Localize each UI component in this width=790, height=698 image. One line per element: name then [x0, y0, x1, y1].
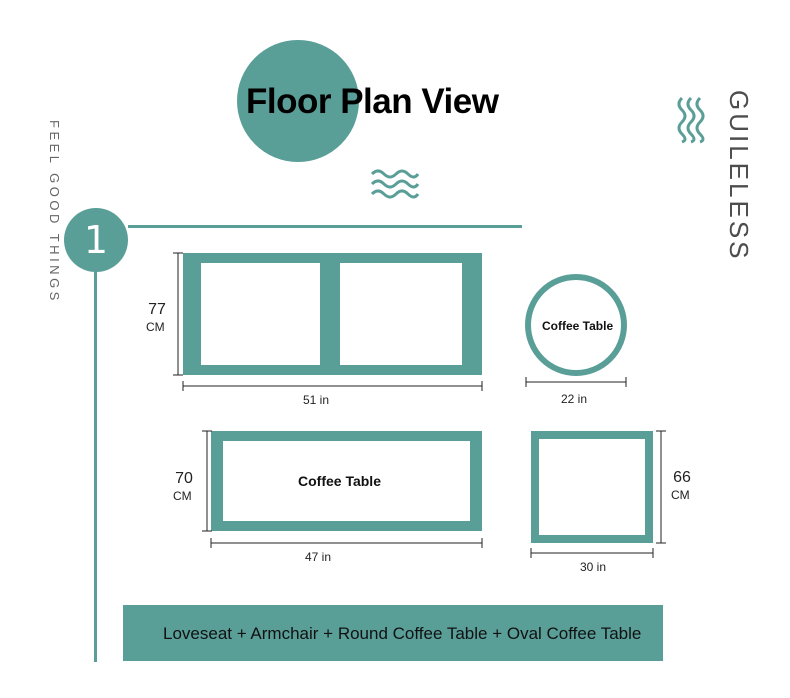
round-coffee-table-shape: [525, 274, 627, 376]
loveseat-width-label: 51 in: [303, 393, 330, 407]
page-title: Floor Plan View: [246, 82, 499, 121]
title-circle-decoration: [237, 40, 359, 162]
loveseat-height-value: 77: [148, 301, 166, 318]
round-table-width-label: 22 in: [561, 392, 588, 406]
oval-coffee-table-shape: [211, 431, 482, 531]
oval-table-height-unit: CM: [173, 489, 192, 503]
set-banner: [123, 605, 663, 661]
loveseat-divider: [320, 263, 340, 365]
vertical-guide-line: [94, 272, 97, 662]
armchair-height-value: 66: [673, 469, 691, 486]
loveseat-height-dimension: [173, 252, 183, 376]
armchair-width-dimension: [530, 548, 654, 558]
brand-name: GUILELESS: [724, 90, 754, 262]
round-table-width-dimension: [525, 377, 627, 387]
armchair-width-label: 30 in: [580, 560, 607, 574]
round-coffee-table-label: Coffee Table: [542, 319, 614, 333]
oval-table-width-label: 47 in: [305, 550, 332, 564]
tagline: FEEL GOOD THINGS: [47, 120, 62, 304]
armchair-height-unit: CM: [671, 488, 690, 502]
loveseat-width-dimension: [182, 381, 483, 391]
oval-coffee-table-label: Coffee Table: [298, 473, 381, 489]
step-number-badge: 1: [64, 208, 128, 272]
armchair-shape: [531, 431, 653, 543]
set-description: Loveseat + Armchair + Round Coffee Table…: [163, 624, 642, 643]
loveseat-height-unit: CM: [146, 320, 165, 334]
horizontal-guide-line: [128, 225, 522, 228]
brand-wave-icon: [677, 96, 705, 144]
oval-table-height-value: 70: [175, 470, 193, 487]
armchair-height-dimension: [656, 430, 666, 544]
wave-icon: [370, 169, 420, 199]
oval-table-width-dimension: [210, 538, 483, 548]
oval-table-height-dimension: [202, 430, 212, 532]
